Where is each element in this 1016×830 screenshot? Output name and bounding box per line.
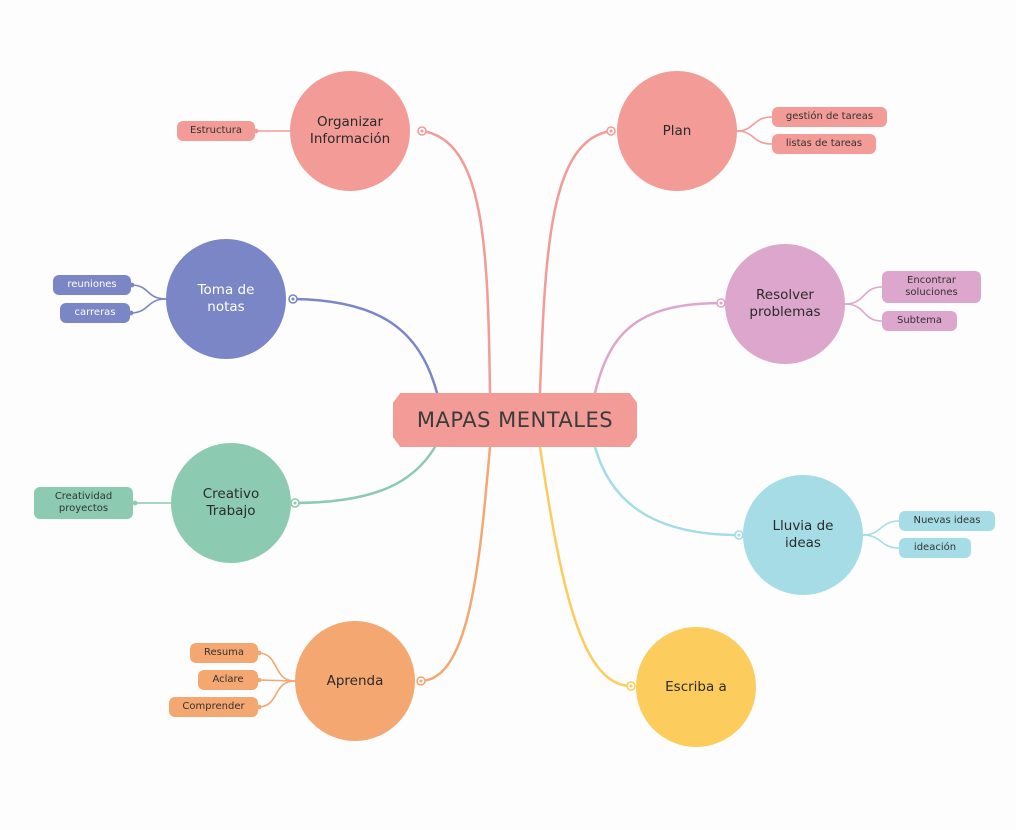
subtopic-estructura[interactable]: Estructura [177, 121, 255, 141]
topic-organizar-informacion[interactable]: Organizar Información [290, 71, 410, 191]
collapse-toggle-plan-dot [609, 129, 613, 133]
branch-aprenda [419, 445, 492, 683]
subbranch-nuevas-ideas [862, 520, 900, 536]
subtopic-encontrar-soluciones[interactable]: Encontrar soluciones [882, 271, 981, 303]
branch-resolver [593, 301, 725, 395]
subtopic-gestion-de-tareas[interactable]: gestión de tareas [772, 107, 887, 127]
branch-organizar [420, 129, 492, 395]
subbranch-encontrar [844, 286, 883, 305]
collapse-toggle-resolver-dot [719, 301, 723, 305]
subtopic-listas-de-tareas[interactable]: listas de tareas [772, 134, 876, 154]
subbranch-gestion [736, 116, 773, 132]
branch-creativo [290, 445, 437, 505]
branch-escriba [538, 445, 633, 688]
collapse-toggle-toma-de-notas-dot [291, 297, 295, 301]
branch-toma-de-notas [291, 297, 439, 395]
connector-dot-creatividad [132, 500, 138, 506]
subtopic-reuniones[interactable]: reuniones [53, 275, 131, 295]
subtopic-subtema[interactable]: Subtema [882, 311, 957, 331]
subbranch-comprender [257, 680, 296, 708]
subtopic-comprender[interactable]: Comprender [169, 697, 258, 717]
topic-aprenda[interactable]: Aprenda [295, 621, 415, 741]
central-topic[interactable]: MAPAS MENTALES [393, 393, 637, 447]
subtopic-creatividad-proyectos[interactable]: Creatividad proyectos [34, 487, 133, 519]
subbranch-resuma [257, 652, 296, 682]
subbranch-subtema [844, 303, 883, 322]
topic-plan[interactable]: Plan [617, 71, 737, 191]
subbranch-listas [736, 130, 773, 145]
collapse-toggle-creativo-dot [293, 501, 297, 505]
subtopic-aclare[interactable]: Aclare [198, 670, 258, 690]
topic-resolver-problemas[interactable]: Resolver problemas [725, 244, 845, 364]
subbranch-ideacion [862, 534, 900, 549]
topic-escriba-a[interactable]: Escriba a [636, 627, 756, 747]
subtopic-nuevas-ideas[interactable]: Nuevas ideas [899, 511, 995, 531]
subtopic-ideacion[interactable]: ideación [899, 538, 971, 558]
subtopic-carreras[interactable]: carreras [60, 303, 130, 323]
subbranch-reuniones [130, 284, 167, 300]
topic-lluvia-de-ideas[interactable]: Lluvia de ideas [743, 475, 863, 595]
subbranch-aclare [257, 679, 296, 682]
collapse-toggle-aprenda-dot [419, 679, 423, 683]
topic-toma-de-notas[interactable]: Toma de notas [166, 239, 286, 359]
branch-lluvia [593, 445, 741, 537]
collapse-toggle-lluvia-dot [737, 533, 741, 537]
branch-plan [538, 129, 613, 395]
topic-creativo-trabajo[interactable]: Creativo Trabajo [171, 443, 291, 563]
subtopic-resuma[interactable]: Resuma [190, 643, 258, 663]
collapse-toggle-organizar-dot [420, 129, 424, 133]
collapse-toggle-escriba-dot [629, 684, 633, 688]
subbranch-carreras [129, 298, 167, 314]
